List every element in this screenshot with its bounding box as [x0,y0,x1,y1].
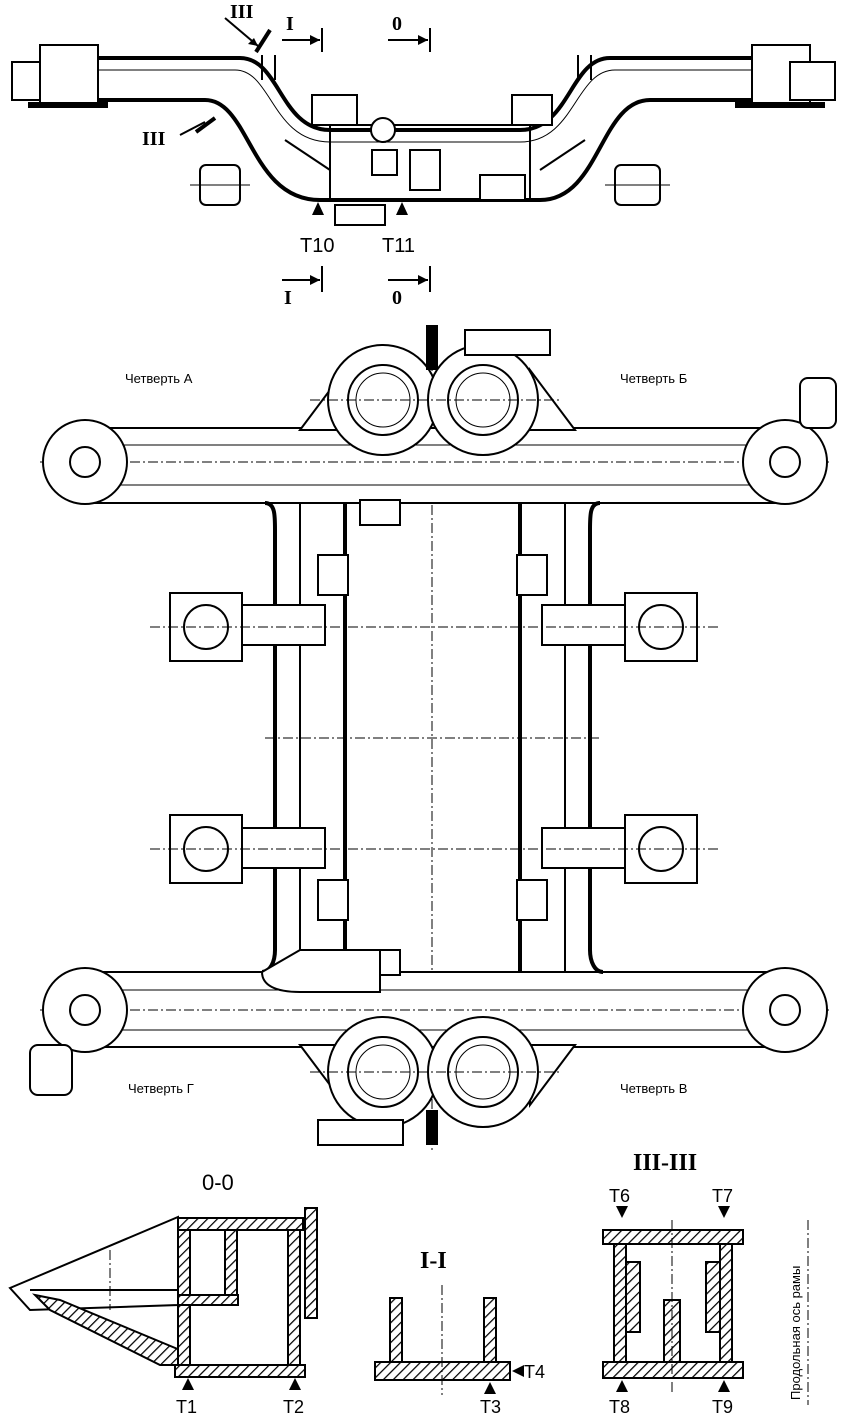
quarter-g-label: Четверть Г [128,1081,194,1096]
t10-marker [312,202,324,215]
axis-label: Продольная ось рамы [788,1266,803,1400]
bottom-cross-beam [84,971,786,1048]
lower-right-step [516,879,548,921]
t6-top-label: T6 [609,1186,630,1206]
cut-III-top: III [224,1,272,54]
cut-III-bottom: III [142,116,217,150]
center-bolster-right [511,94,553,126]
t4-marker [512,1365,524,1377]
t11-label: T11 [382,235,415,257]
cut-III-top-label: III [230,1,254,23]
quarter-a-label: Четверть А [125,371,193,386]
section-0-0-right-web [287,1229,301,1366]
bottom-bracket [334,204,386,226]
t8-marker [616,1380,628,1392]
center-body [329,124,531,201]
cut-I-bottom: I [282,266,323,309]
left-end-plate [28,102,108,108]
top-bracket [464,329,551,356]
upper-right-axle-arm [541,604,626,646]
section-I-I-right-web [483,1297,497,1363]
pivot-block [371,149,398,176]
right-outer-member [588,501,604,974]
plan-view: Четверть А Четверть Б Четверть Г Четверт… [29,325,837,1150]
section-0-0-bottom-flange [174,1364,306,1378]
t7-label: T7 [712,1186,733,1206]
t11-marker [396,202,408,215]
center-block [409,149,441,191]
lower-block [479,174,526,201]
t1-label: T1 [176,1397,197,1417]
right-uprights [577,55,592,80]
cut-I-top: I [282,13,323,52]
pivot-circle [370,117,396,143]
section-III-III-title: III-III [633,1150,697,1176]
section-III-III-right-web [719,1243,733,1363]
top-cross-beam [84,427,786,504]
section-I-I-left-web [389,1297,403,1363]
top-right-end-hole [769,446,801,478]
section-III-III-top-flange [602,1229,744,1245]
section-0-0: 0-0 T1 T2 [8,1170,318,1417]
bottom-bracket [317,1119,404,1146]
top-left-end-hole [69,446,101,478]
t9-label: T9 [712,1397,733,1417]
section-0-0-title: 0-0 [202,1170,234,1195]
quarter-b-label: Четверть Б [620,371,687,386]
t8-label: T8 [609,1397,630,1417]
left-link [284,139,331,171]
section-III-III: III-III T6 T7 T8 T9 Продольная ось рамы [602,1150,809,1417]
section-III-III-bottom-flange [602,1361,744,1379]
t4-label: T4 [524,1362,545,1382]
section-0-0-inner-web [224,1229,238,1296]
cut-0-top-label: 0 [392,13,402,35]
upper-left-small-block [359,499,401,526]
t3-marker [484,1382,496,1394]
right-end-plate [735,102,825,108]
t9-marker [718,1380,730,1392]
cut-0-bottom: 0 [388,266,431,309]
upper-left-step [317,554,349,596]
lower-left-step [317,879,349,921]
bottom-left-hook [29,1044,73,1096]
section-I-I-title: I-I [420,1248,447,1274]
cut-0-bottom-label: 0 [392,287,402,309]
cut-I-top-label: I [286,13,294,35]
right-link [539,139,586,171]
upper-right-step [516,554,548,596]
side-elevation: III III I 0 I 0 [11,1,836,309]
quarter-v-label: Четверть В [620,1081,687,1096]
section-0-0-top-flange [177,1217,304,1231]
cut-0-top: 0 [388,13,431,52]
left-uprights [261,55,276,80]
side-beam-top [98,56,752,132]
t7-marker [718,1206,730,1218]
right-end-box [789,61,836,101]
lower-right-axle-arm [541,827,626,869]
t2-label: T2 [283,1397,304,1417]
t1-marker [182,1378,194,1390]
t2-marker [289,1378,301,1390]
cut-III-bottom-label: III [142,128,166,150]
lower-left-axle-arm [241,827,326,869]
section-III-III-left-web [613,1243,627,1363]
t6-top-marker [616,1206,628,1218]
lower-left-corner-piece [260,949,381,993]
top-right-hook [799,377,837,429]
t10-label: T10 [300,235,334,257]
section-0-0-side-plate [304,1207,318,1319]
center-bolster-left [311,94,358,126]
left-end-bracket [39,44,99,104]
bottom-left-end-hole [69,994,101,1026]
side-beam-inner [98,69,752,143]
bottom-center-pin [426,1110,438,1145]
upper-left-axle-arm [241,604,326,646]
section-I-I: I-I T4 T3 [374,1248,545,1417]
t3-label: T3 [480,1397,501,1417]
cut-I-bottom-label: I [284,287,292,309]
bottom-right-end-hole [769,994,801,1026]
top-center-pin [426,325,438,370]
